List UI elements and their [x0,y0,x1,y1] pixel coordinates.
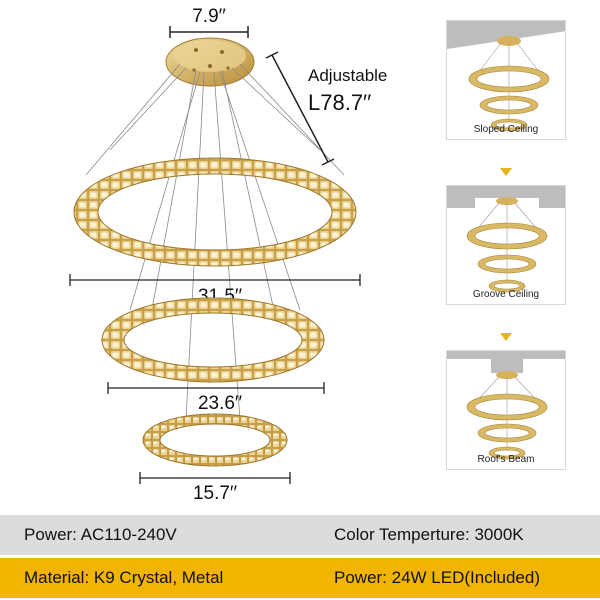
installation-roofs-beam: Roof's Beam [446,350,566,470]
roofs-beam-caption: Roof's Beam [477,454,535,465]
ring-medium-label: 23.6′′ [198,393,243,414]
spec-color-temperature: Color Temperture: 3000K [334,525,524,544]
spec-row-power-color: Power: AC110-240V Color Temperture: 3000… [0,515,600,555]
installation-groove-ceiling: Groove Ceiling [446,185,566,305]
canopy-width-dimension: 7.9′′ [169,6,249,38]
ring-large [73,157,357,267]
sloped-ceiling-caption: Sloped Ceiling [473,124,539,135]
canopy-width-label: 7.9′′ [192,6,226,27]
roofs-beam-illustration [447,351,565,460]
suspension-wires [85,63,345,421]
groove-ceiling-illustration [447,186,565,293]
adjustable-label: Adjustable [308,66,387,85]
ring-small-dimension: 15.7′′ [139,472,291,504]
spec-power-led: Power: 24W LED(Included) [334,568,540,587]
spec-row-material-power: Material: K9 Crystal, Metal Power: 24W L… [0,558,600,598]
installation-sloped-ceiling: Sloped Ceiling [446,20,566,140]
ring-medium-dimension: 23.6′′ [107,382,325,414]
ring-small [142,413,288,467]
ring-medium [101,297,325,383]
adjustable-length-label: L78.7′′ [308,90,371,115]
spec-power-range: Power: AC110-240V [24,525,177,544]
groove-ceiling-caption: Groove Ceiling [472,289,540,300]
spec-material: Material: K9 Crystal, Metal [24,568,224,587]
ring-small-label: 15.7′′ [193,483,238,504]
sloped-ceiling-illustration [447,21,565,132]
chandelier-illustration: 7.9′′ Adjustable L78.7′′ [69,6,387,504]
arrow-down-icon [500,333,512,341]
adjustable-length-dimension: Adjustable L78.7′′ [265,51,387,166]
ceiling-canopy [165,37,255,87]
arrow-down-icon [500,168,512,176]
